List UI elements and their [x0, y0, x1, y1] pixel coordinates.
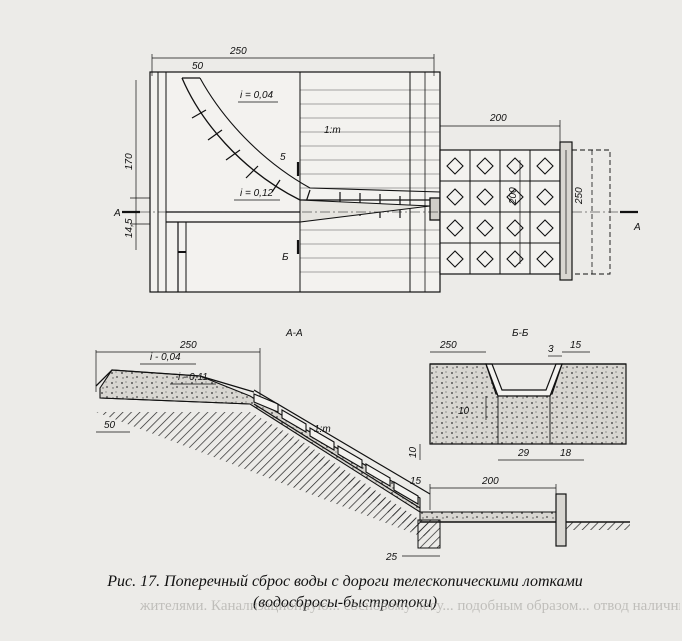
- bb-dim-15: 15: [570, 340, 582, 351]
- plan-dim-170: 170: [124, 153, 135, 170]
- aa-dim-15: 15: [410, 476, 422, 487]
- bb-gravel-body: [429, 363, 627, 445]
- aa-title: A-A: [285, 328, 303, 339]
- bb-dim-250: 250: [439, 340, 457, 351]
- plan-view: [122, 54, 638, 293]
- figure-caption: Рис. 17. Поперечный сброс воды с дороги …: [40, 571, 650, 613]
- plan-section-a-left: A: [113, 208, 121, 219]
- aa-dim-200: 200: [481, 476, 499, 487]
- section-b-b: [419, 351, 627, 461]
- bb-dim-29: 29: [517, 448, 530, 459]
- plan-dim-200: 200: [489, 113, 507, 124]
- plan-slope-1m: 1:m: [324, 125, 341, 136]
- bb-dim-3: 3: [548, 344, 554, 355]
- plan-slope-004: i = 0,04: [240, 90, 274, 101]
- plan-section-a-right: A: [633, 222, 641, 233]
- aa-dim-25: 25: [385, 552, 398, 563]
- plan-dim-200-vertical: 200: [508, 187, 519, 205]
- aa-slope-004: i - 0,04: [150, 352, 181, 363]
- aa-dim-250: 250: [179, 340, 197, 351]
- section-a-a: [95, 348, 630, 557]
- plan-section-5: 5: [280, 152, 286, 163]
- chute-outer-curve: [181, 77, 440, 201]
- aa-slope-011: i - 0,11: [178, 372, 208, 383]
- plan-dim-250: 250: [229, 46, 247, 57]
- bb-tray: [485, 363, 563, 397]
- plan-dim-250-vertical: 250: [574, 187, 585, 205]
- aa-slope-1m: 1:m: [314, 424, 331, 435]
- bb-dim-10-inner: 10: [458, 406, 470, 417]
- plan-dim-50: 50: [192, 61, 204, 72]
- plan-section-b: Б: [282, 252, 289, 263]
- bb-title: Б-Б: [512, 328, 529, 339]
- plan-slope-012: i = 0,12: [240, 188, 274, 199]
- caption-line-1: Рис. 17. Поперечный сброс воды с дороги …: [107, 573, 583, 590]
- road-surface: [149, 71, 441, 293]
- aa-dim-50: 50: [104, 420, 116, 431]
- bb-dim-10-side: 10: [408, 446, 419, 458]
- chute-inner-curve: [199, 77, 441, 193]
- caption-line-2: (водосбросы-быстротоки): [252, 594, 438, 611]
- bb-dim-18: 18: [560, 448, 572, 459]
- bleed-through-text: жителями. Канализационную... сосновому л…: [140, 598, 680, 614]
- plan-dim-14-5: 14,5: [124, 218, 135, 238]
